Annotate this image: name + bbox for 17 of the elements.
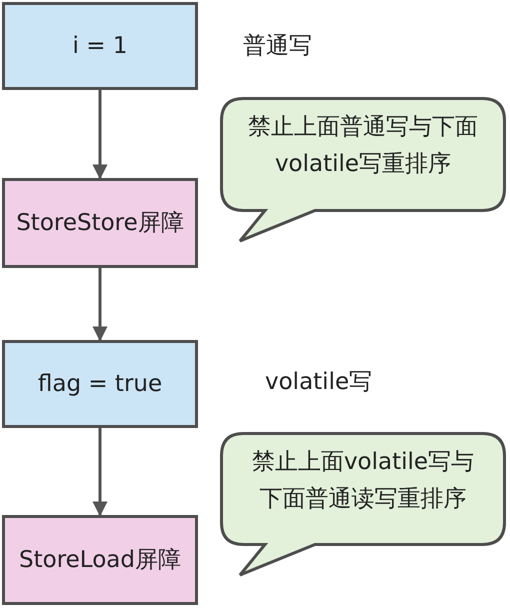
speech-bubble [220, 97, 506, 244]
arrow [92, 268, 108, 342]
annotation-text: volatile写 [265, 368, 372, 397]
arrow [92, 90, 108, 180]
speech-bubble [220, 432, 506, 578]
barrier-box [2, 515, 198, 605]
node-text: i = 1 [72, 32, 128, 61]
node-text: flag = true [38, 370, 162, 399]
process-box [2, 340, 198, 428]
barrier-box [2, 178, 198, 268]
node-text: 禁止上面volatile写与下面普通读写重排序 [250, 448, 476, 514]
node-text: 禁止上面普通写与下面volatile写重排序 [247, 113, 479, 179]
annotation-text: 普通写 [243, 32, 312, 61]
arrow [92, 428, 108, 516]
node-text: StoreStore屏障 [16, 208, 184, 238]
node-text: StoreLoad屏障 [19, 546, 181, 575]
process-box [2, 2, 198, 90]
